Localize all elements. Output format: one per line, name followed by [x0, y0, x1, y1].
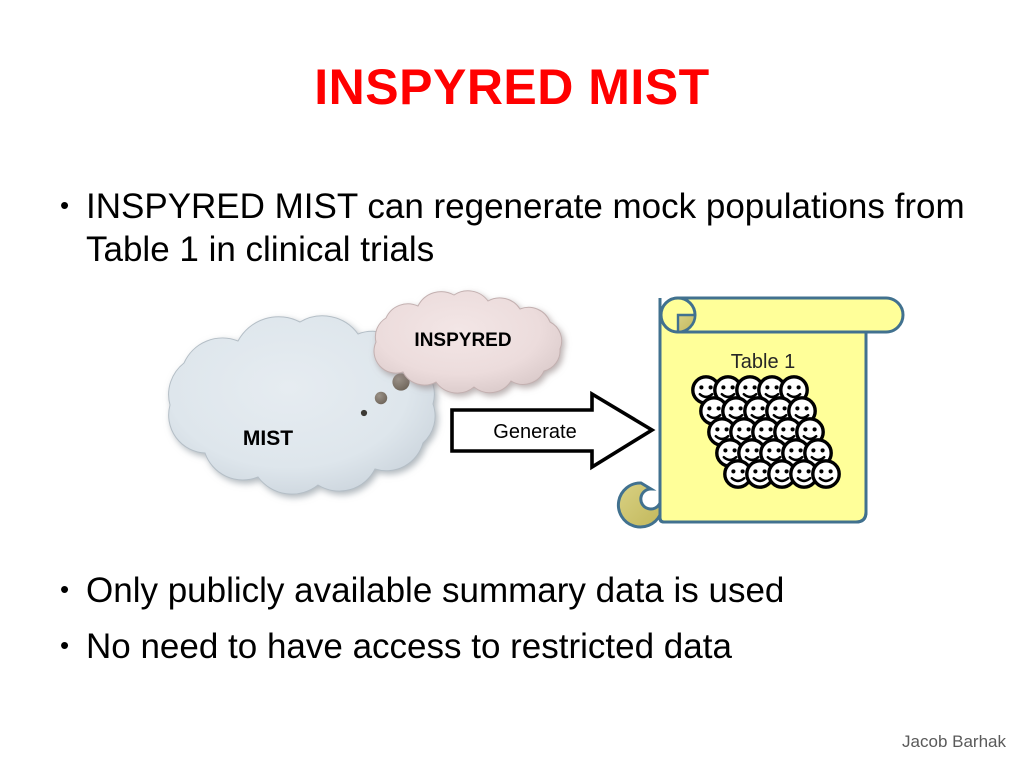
bullet-marker-icon: •: [60, 630, 70, 660]
generate-arrow: [450, 390, 656, 471]
inspyred-cloud-label: INSPYRED: [414, 330, 511, 351]
thought-bubble-dots: [360, 373, 410, 417]
bullet-text-1: INSPYRED MIST can regenerate mock popula…: [86, 187, 965, 269]
scroll-caption: Table 1: [731, 351, 796, 373]
bullet-marker-icon: •: [60, 574, 70, 604]
scroll-bottom-curl: [616, 481, 662, 529]
bullet-item-2: • Only publicly available summary data i…: [60, 570, 960, 613]
mist-cloud-label: MIST: [243, 427, 293, 450]
scroll-top-curl: [659, 296, 697, 334]
bullet-item-1: • INSPYRED MIST can regenerate mock popu…: [60, 186, 990, 271]
inspyred-cloud: [373, 290, 563, 394]
bullet-text-3: No need to have access to restricted dat…: [86, 627, 732, 666]
bullet-item-3: • No need to have access to restricted d…: [60, 626, 960, 669]
diagram-mist-generate-table: MIST INSPYRED Generate Table 1: [0, 270, 1024, 540]
generate-arrow-label: Generate: [493, 421, 576, 443]
mist-cloud: [168, 315, 436, 495]
bullet-marker-icon: •: [60, 190, 70, 220]
bullet-text-2: Only publicly available summary data is …: [86, 571, 785, 610]
page-title: INSPYRED MIST: [314, 59, 710, 115]
footer-credit: Jacob Barhak: [902, 732, 1006, 751]
scroll-table1: Table 1: [616, 296, 905, 529]
